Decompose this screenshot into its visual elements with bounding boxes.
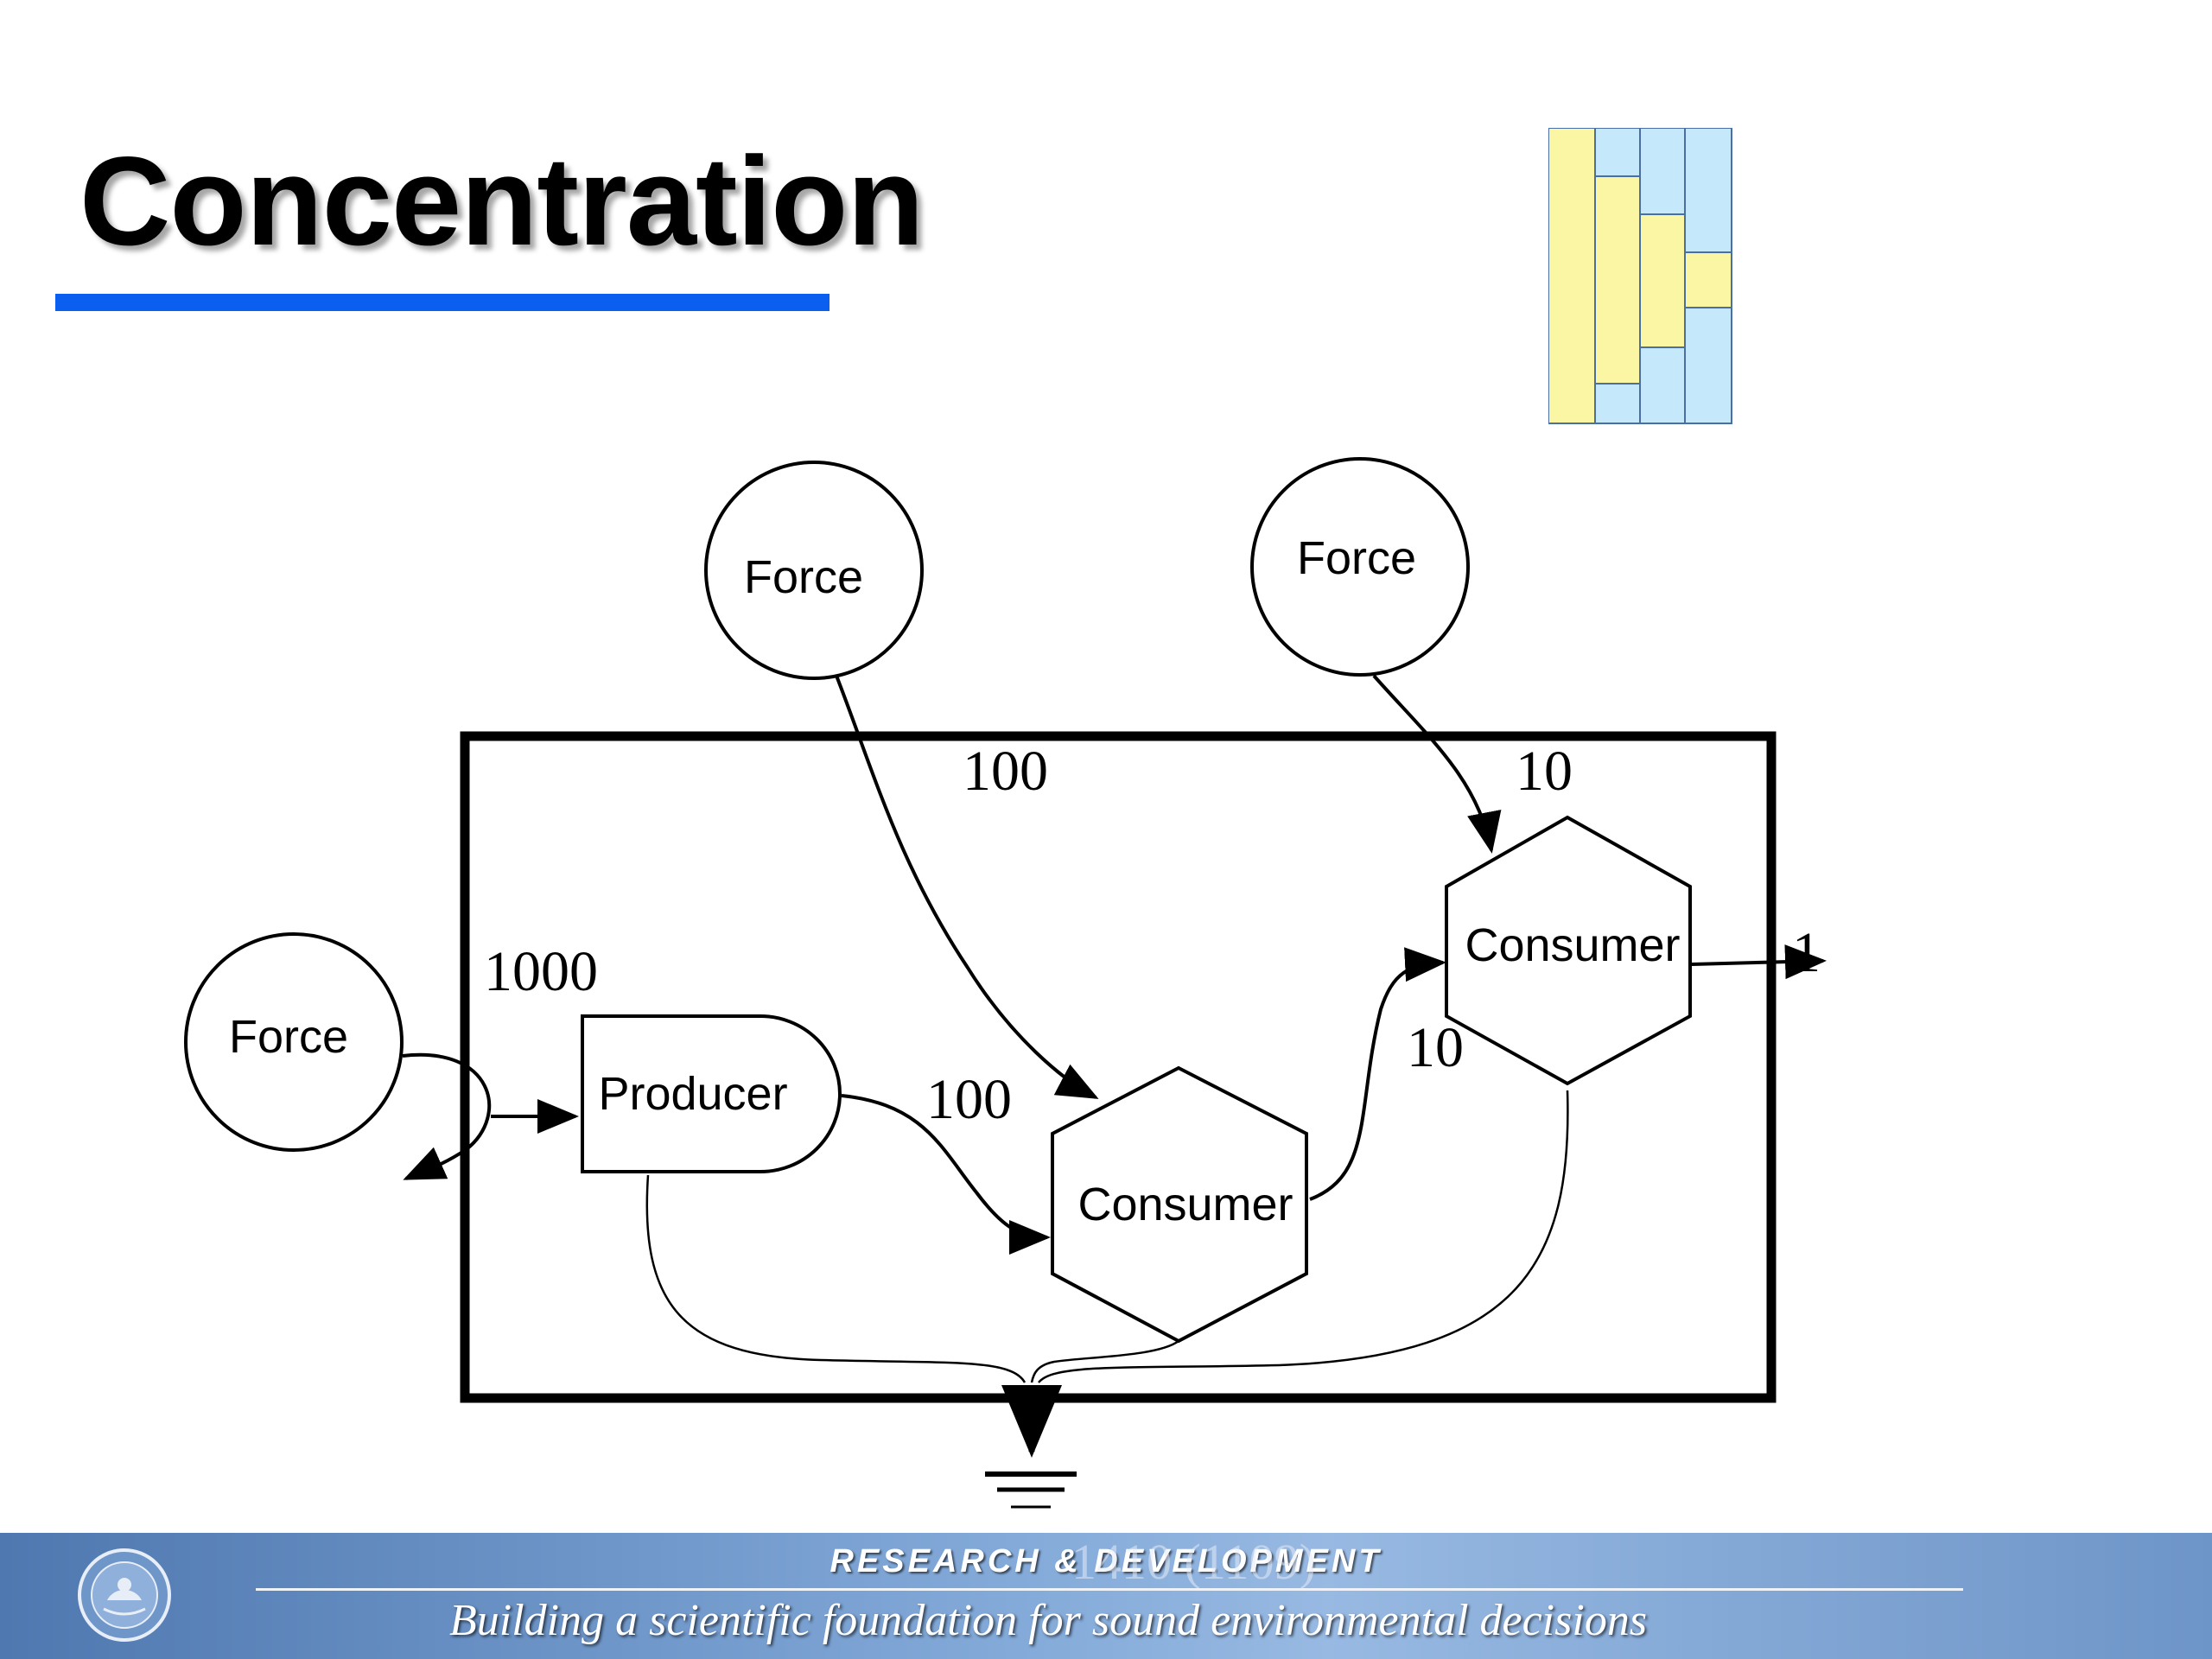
consumer-2-label: Consumer [1465,919,1680,971]
producer-icon [581,1014,842,1173]
force-source-icon [184,932,404,1152]
footer-banner: RESEARCH & DEVELOPMENT 1410 (1109) Build… [0,1533,2212,1659]
force-top-left-node: Force [704,461,924,680]
force-source-icon [704,461,924,680]
flow-consumer2-output [1691,944,1827,980]
flow-force-to-consumer2 [1372,674,1502,854]
epa-seal-icon [78,1548,171,1642]
flow-label-source: 1000 [484,940,598,1003]
consumer-icon [1445,815,1692,1086]
force-left-node: Force [184,932,404,1152]
page-title: Concentration [79,130,925,271]
force-top-right-label: Force [1297,532,1416,584]
force-top-right-node: Force [1250,457,1470,677]
heat-loss-consumer1 [1030,1339,1179,1383]
footer-overlay-text: 1410 (1109) [1071,1534,1316,1590]
heat-sink-icon [985,1471,1077,1509]
heat-loss-consumer2 [1038,1090,1569,1383]
footer-heading: RESEARCH & DEVELOPMENT [830,1543,1382,1580]
title-underline [55,294,830,311]
flow-label-consumer1-consumer2: 10 [1407,1016,1464,1079]
flow-label-consumer2-output: 1 [1792,921,1821,984]
energy-flow-diagram: Force Force Force Producer Consumer Cons… [184,457,1827,1509]
consumer-2-node: Consumer [1445,815,1692,1086]
flow-label-producer-consumer1: 100 [926,1068,1012,1131]
force-source-icon [1250,457,1470,677]
force-left-label: Force [229,1011,348,1063]
flow-producer-to-consumer1 [841,1094,1051,1255]
flow-force-to-consumer1 [835,675,1099,1099]
footer-divider [256,1588,1963,1591]
layout-grid-icon [1548,128,1732,424]
force-top-left-label: Force [744,551,863,603]
flow-label-force-consumer1: 100 [963,740,1048,803]
footer-tagline: Building a scientific foundation for sou… [449,1596,1648,1645]
consumer-1-node: Consumer [1051,1065,1308,1344]
consumer-1-label: Consumer [1077,1179,1293,1230]
flow-force-to-producer [402,1052,491,1180]
producer-node: Producer [581,1014,842,1173]
producer-label: Producer [598,1068,787,1120]
flow-label-force-consumer2: 10 [1516,740,1573,803]
flow-consumer1-to-consumer2 [1309,947,1446,1201]
heat-loss-producer [645,1174,1027,1383]
